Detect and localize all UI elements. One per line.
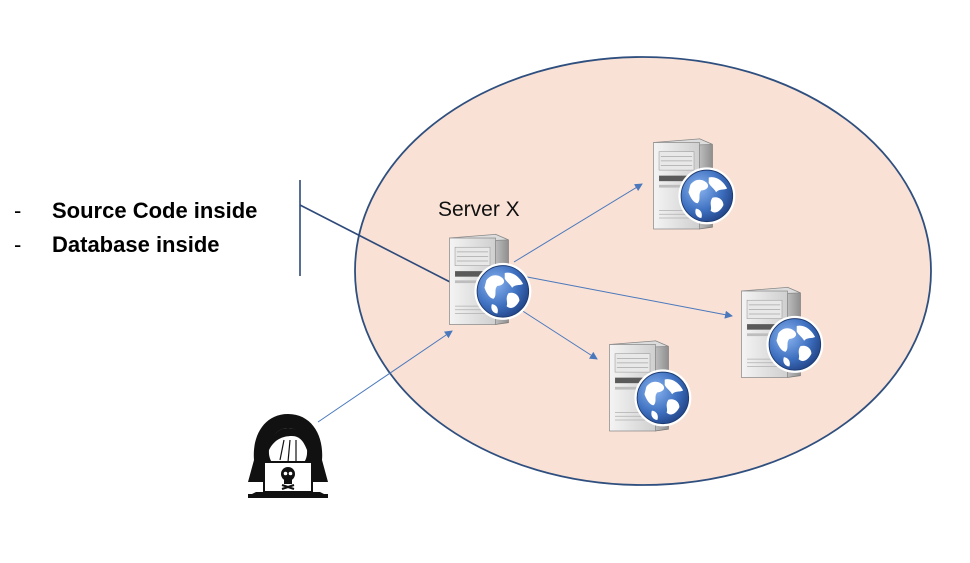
note-text: Database inside — [52, 232, 220, 257]
arrow-attacker-to-server — [317, 330, 453, 423]
arrow-to-server-right — [521, 275, 733, 319]
note-text: Source Code inside — [52, 198, 258, 223]
server-x-label: Server X — [438, 198, 520, 221]
note-item-source-code: - Source Code inside — [14, 194, 257, 228]
hacker-laptop-icon — [247, 413, 329, 499]
arrow-to-server-bottom — [517, 307, 598, 360]
bullet-dash: - — [14, 198, 22, 223]
arrow-to-server-top — [513, 183, 643, 263]
note-item-database: - Database inside — [14, 228, 257, 262]
bullet-dash: - — [14, 232, 22, 257]
notes-list: - Source Code inside - Database inside — [14, 194, 257, 262]
network-boundary — [354, 56, 932, 486]
notes-connector — [299, 204, 453, 284]
